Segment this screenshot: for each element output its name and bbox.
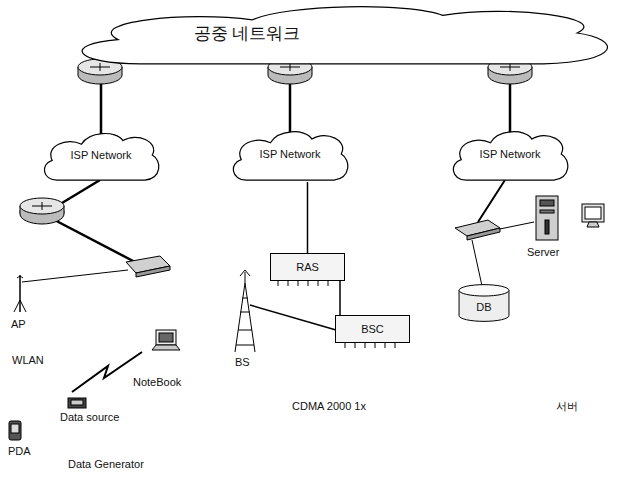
server-wire [495,222,534,230]
data-source-icon [68,398,86,408]
node-text: BSC [361,323,384,335]
device-label: Server [527,246,559,258]
db-cylinder: DB [458,284,510,322]
bs-tower [235,270,255,352]
device-label: PDA [8,445,31,457]
bsc-box: BSC [335,315,410,343]
device-label: BS [235,356,250,368]
notebook-icon [152,330,180,350]
network-label: WLAN [12,354,44,366]
network-link [307,182,309,253]
public-network-cloud: 공중 네트워크 [62,0,622,66]
node-text: DB [476,293,491,313]
node-text: ISP Network [71,149,132,161]
device-label: Data source [60,411,119,423]
isp-cloud: ISP Network [229,126,351,182]
server-switch [455,220,500,240]
monitor-icon [582,204,604,227]
section-label: 서버 [556,400,578,412]
isp-cloud: ISP Network [449,126,571,182]
device-label: Data Generator [68,458,144,470]
node-text: ISP Network [480,148,541,160]
router-link [45,215,135,262]
node-text: ISP Network [260,148,321,160]
ras-box: RAS [270,253,345,281]
server-tower [536,196,558,240]
isp-link [478,180,505,222]
device-label: AP [11,318,26,330]
ras-pins [278,281,328,286]
cloud-outline [62,0,622,66]
node-text: 공중 네트워크 [194,22,301,45]
bsc-pins [345,343,395,348]
isp-cloud: ISP Network [40,128,162,182]
network-label: CDMA 2000 1x [292,400,366,412]
wlan-switch [126,256,170,277]
device-label: NoteBook [133,376,181,388]
ap-antenna [14,275,26,312]
isp-link [62,180,100,203]
pda-icon [9,421,21,440]
network-link [339,281,341,315]
bs-wire [250,305,336,330]
node-text: RAS [296,261,319,273]
db-wire [472,240,482,286]
router-icon [20,198,64,224]
wireless-bolt [72,352,142,392]
ap-wire [22,270,128,282]
